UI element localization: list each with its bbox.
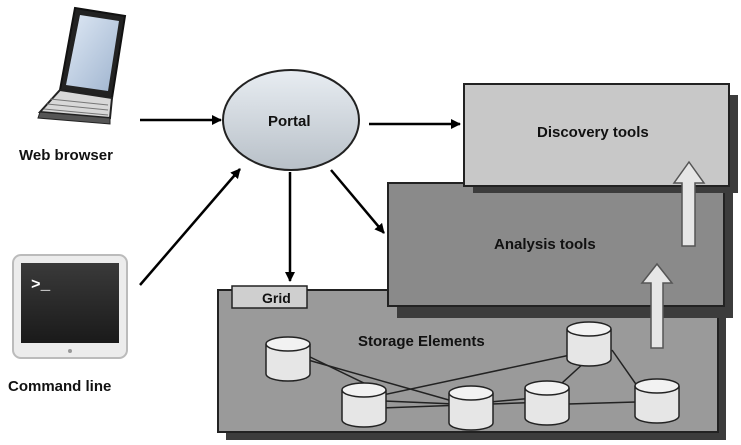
storage-cylinders <box>265 321 680 431</box>
up-arrow-analysis-to-discovery <box>672 160 706 247</box>
portal-node <box>222 69 360 171</box>
analysis-tools-label: Analysis tools <box>494 236 596 253</box>
arrow-cmd-to-portal <box>139 168 241 286</box>
cylinder-1 <box>265 336 311 382</box>
web-browser-label: Web browser <box>19 147 113 164</box>
storage-elements-label: Storage Elements <box>358 333 485 350</box>
grid-tab <box>231 285 308 309</box>
command-line-label: Command line <box>8 378 111 395</box>
discovery-tools-label: Discovery tools <box>537 124 649 141</box>
up-arrow-storage-to-analysis <box>640 262 674 349</box>
cylinder-6 <box>634 378 680 424</box>
arrow-portal-to-analysis <box>330 169 385 234</box>
flow-arrows <box>139 115 461 286</box>
grid-label: Grid <box>262 290 291 306</box>
terminal-prompt: >_ <box>31 276 51 294</box>
cylinder-3 <box>448 385 494 431</box>
cylinder-5 <box>566 321 612 367</box>
portal-label: Portal <box>268 113 311 130</box>
cylinder-2 <box>341 382 387 428</box>
cylinder-4 <box>524 380 570 426</box>
analysis-box <box>387 182 733 318</box>
terminal-icon <box>12 254 128 359</box>
laptop-icon <box>37 6 127 125</box>
